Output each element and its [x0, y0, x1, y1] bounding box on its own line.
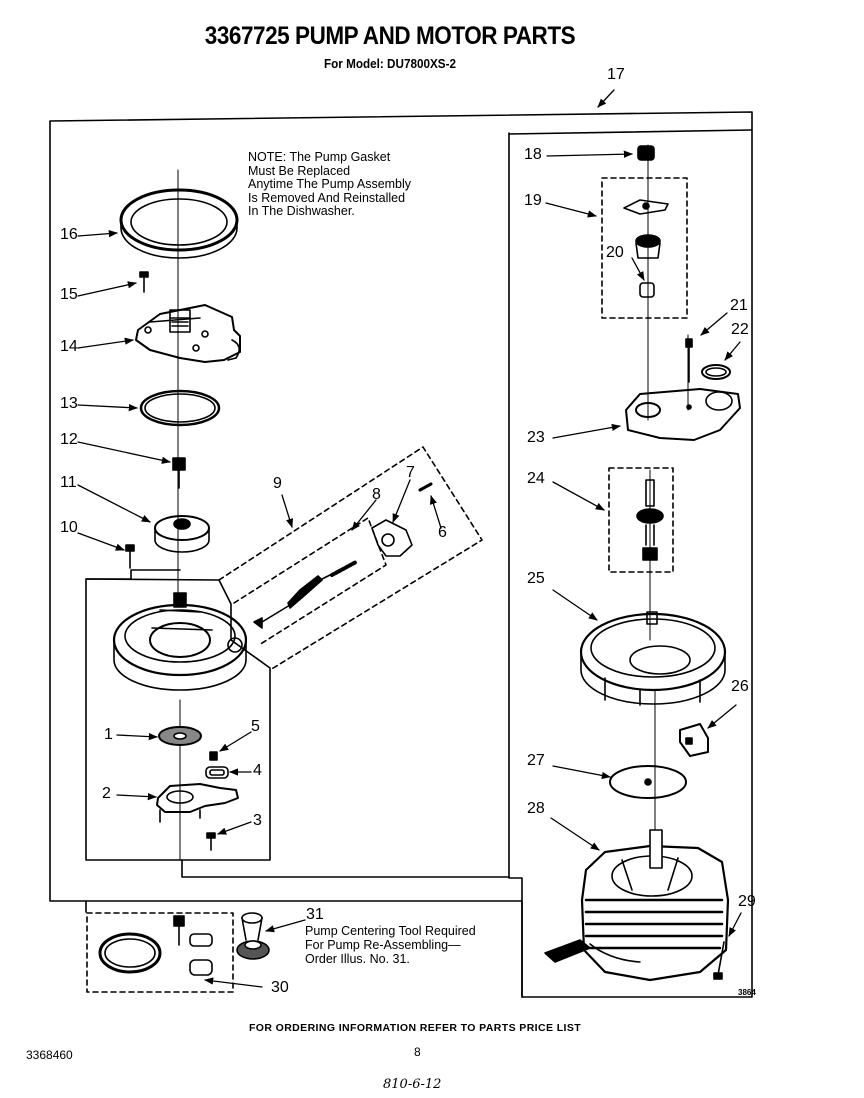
service-kit-frame [218, 446, 483, 671]
pump-gasket [119, 188, 239, 259]
seal-19 [623, 199, 669, 215]
callout-23: 23 [527, 429, 545, 446]
callout-18: 18 [524, 146, 542, 163]
callout-5: 5 [251, 718, 260, 735]
callout-26: 26 [731, 678, 749, 695]
callout-8: 8 [372, 486, 381, 503]
seal-kit-frame [601, 177, 688, 319]
callout-29: 29 [738, 893, 756, 910]
callout-17: 17 [607, 66, 625, 83]
seal-22 [701, 364, 731, 380]
callout-31: 31 [306, 906, 324, 923]
motor-frame [508, 129, 752, 998]
chopper-housing [156, 783, 239, 823]
screw-10 [125, 544, 135, 569]
callout-15: 15 [60, 286, 78, 303]
motor-housing-upper [579, 611, 727, 706]
seal-5 [209, 751, 218, 761]
screw-21 [685, 338, 693, 383]
pump-centering-tool [236, 912, 270, 960]
callout-25: 25 [527, 570, 545, 587]
insulator-disk [609, 765, 687, 799]
callout-21: 21 [730, 297, 748, 314]
gasket-kit-frame [86, 912, 234, 993]
screw-29 [713, 941, 725, 980]
callout-7: 7 [406, 464, 415, 481]
callout-20: 20 [606, 244, 624, 261]
impeller [154, 515, 210, 553]
screw-3 [206, 832, 216, 851]
illustration-code: 3864 [738, 988, 756, 997]
callout-4: 4 [253, 762, 262, 779]
seal-ring-13 [139, 389, 221, 427]
motor-connector-26 [679, 723, 709, 757]
centering-tool-note: Pump Centering Tool Required For Pump Re… [305, 924, 476, 966]
motor [544, 829, 730, 982]
callout-27: 27 [527, 752, 545, 769]
callout-9: 9 [273, 475, 282, 492]
callout-1: 1 [104, 726, 113, 743]
seal-18 [637, 145, 655, 161]
lower-pump-frame [85, 578, 271, 861]
seal-20 [635, 234, 661, 298]
callout-14: 14 [60, 338, 78, 355]
shaft-kit-frame [608, 467, 674, 573]
pump-housing [135, 304, 241, 363]
model-label: For Model: DU7800XS-2 [324, 56, 456, 71]
callout-22: 22 [731, 321, 749, 338]
gasket-4 [205, 766, 229, 779]
callout-30: 30 [271, 979, 289, 996]
callout-3: 3 [253, 812, 262, 829]
bottom-kit-parts [98, 915, 213, 976]
pump-motor-frame [49, 111, 753, 998]
screw-15 [139, 271, 149, 293]
callout-2: 2 [102, 785, 111, 802]
callout-11: 11 [60, 474, 77, 491]
valve-kit [253, 482, 433, 629]
leader-arrows [77, 89, 742, 988]
handwritten-note: 810-6-12 [383, 1077, 442, 1092]
motor-shaft-assy [636, 479, 664, 561]
callout-19: 19 [524, 192, 542, 209]
filter-screen [158, 726, 202, 746]
callout-12: 12 [60, 431, 78, 448]
callout-10: 10 [60, 519, 78, 536]
ordering-info: FOR ORDERING INFORMATION REFER TO PARTS … [248, 1022, 582, 1034]
callout-24: 24 [527, 470, 545, 487]
callout-16: 16 [60, 226, 78, 243]
pump-base [112, 592, 248, 691]
bolt-12 [172, 457, 186, 489]
callout-6: 6 [438, 524, 447, 541]
page-title: 3367725 PUMP AND MOTOR PARTS [204, 22, 576, 50]
callout-28: 28 [527, 800, 545, 817]
motor-mount-plate [625, 388, 741, 441]
callout-13: 13 [60, 395, 78, 412]
pump-gasket-note: NOTE: The Pump Gasket Must Be Replaced A… [248, 150, 412, 218]
page-number: 8 [414, 1045, 421, 1059]
document-number: 3368460 [26, 1048, 73, 1062]
